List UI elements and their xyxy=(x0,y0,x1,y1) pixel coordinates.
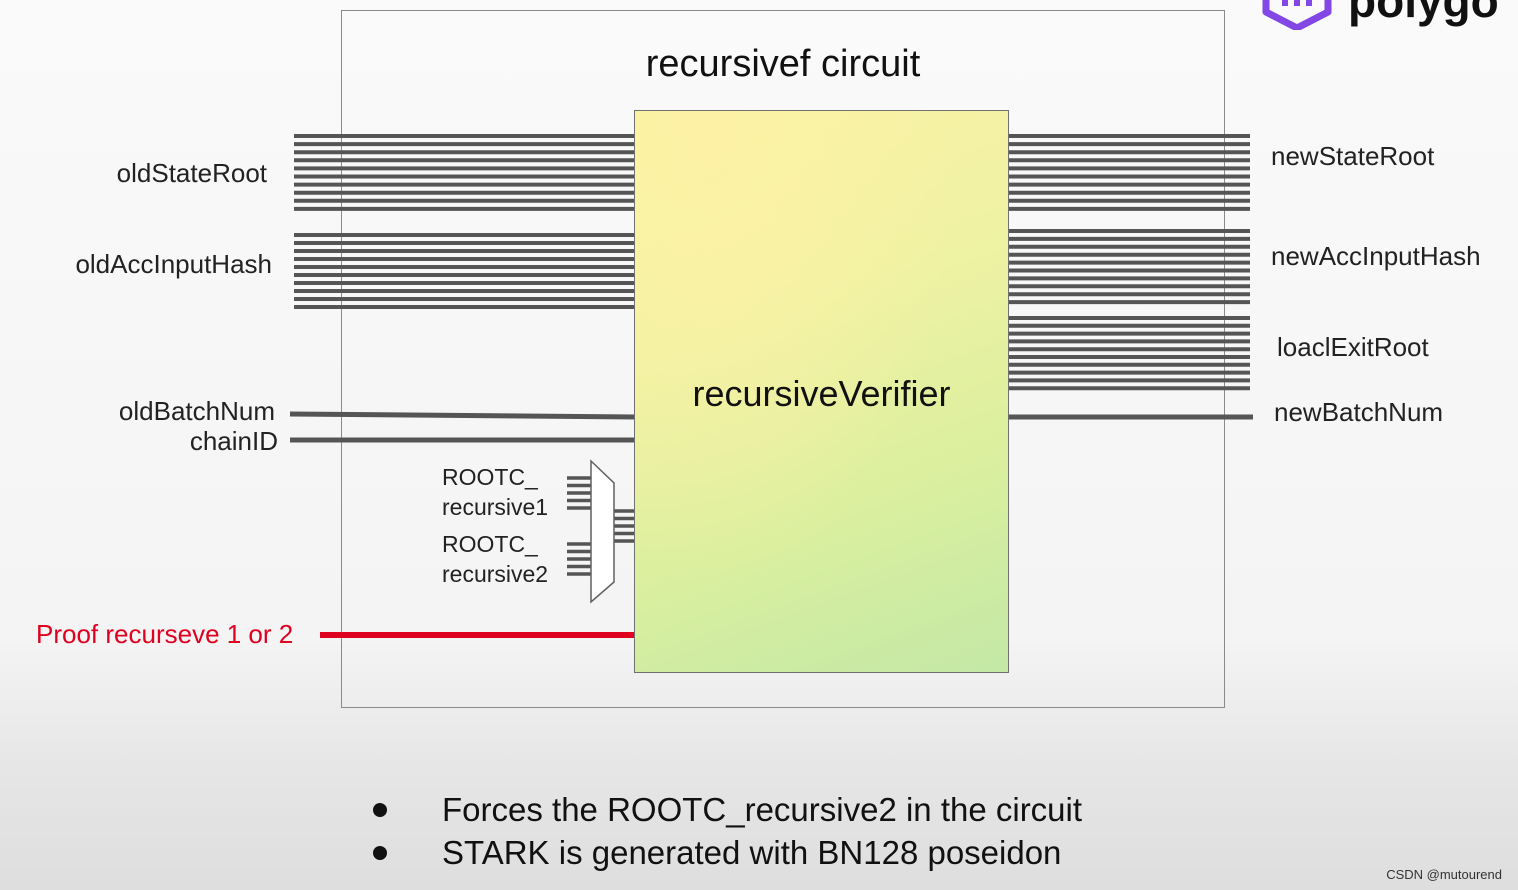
multiplexer-shape xyxy=(590,459,615,604)
old-state-root-bus xyxy=(294,134,638,211)
old-batch-num-label: oldBatchNum xyxy=(118,396,275,426)
watermark: CSDN @mutourend xyxy=(1386,867,1502,882)
old-acc-input-hash-bus xyxy=(294,233,638,309)
new-state-root-label: newStateRoot xyxy=(1271,141,1435,171)
recursive-verifier-label: recursiveVerifier xyxy=(692,373,951,414)
local-exit-root-label: loaclExitRoot xyxy=(1277,332,1429,362)
new-acc-input-hash-bus xyxy=(1008,229,1250,305)
old-acc-input-hash-label: oldAccInputHash xyxy=(75,249,272,279)
single-wires xyxy=(289,411,1253,638)
new-acc-input-hash-label: newAccInputHash xyxy=(1271,241,1481,271)
bullet-dot-icon xyxy=(373,802,387,817)
polygon-logo: polygo xyxy=(1262,0,1518,30)
logo-text: polygo xyxy=(1348,0,1499,27)
chain-id-label: chainID xyxy=(189,426,278,456)
bullet-list: Forces the ROOTC_recursive2 in the circu… xyxy=(370,788,1082,874)
bullet-item: Forces the ROOTC_recursive2 in the circu… xyxy=(370,788,1082,831)
bullet-text: STARK is generated with BN128 poseidon xyxy=(442,833,1062,871)
bullet-item: STARK is generated with BN128 poseidon xyxy=(370,831,1082,874)
local-exit-root-bus xyxy=(1008,316,1250,391)
circuit-title: recursivef circuit xyxy=(645,43,921,85)
multiplexer-output-bus xyxy=(614,509,637,543)
new-state-root-bus xyxy=(1008,134,1250,211)
bus-lines xyxy=(294,134,1250,576)
rootc-recursive2-bus xyxy=(567,542,591,576)
old-batch-num-wire xyxy=(289,411,638,420)
bullet-text: Forces the ROOTC_recursive2 in the circu… xyxy=(442,790,1083,828)
rootc-recursive2-label: ROOTC_ recursive2 xyxy=(442,531,549,587)
new-batch-num-label: newBatchNum xyxy=(1274,397,1444,427)
old-state-root-label: oldStateRoot xyxy=(116,158,267,188)
recursive-verifier-block: recursiveVerifier xyxy=(634,110,1009,673)
polygon-logo-icon xyxy=(1262,0,1332,30)
proof-select-label: Proof recurseve 1 or 2 xyxy=(36,619,294,649)
rootc-recursive1-bus xyxy=(567,476,591,510)
bullet-dot-icon xyxy=(373,845,387,860)
rootc-recursive1-label: ROOTC_ recursive1 xyxy=(442,464,549,520)
